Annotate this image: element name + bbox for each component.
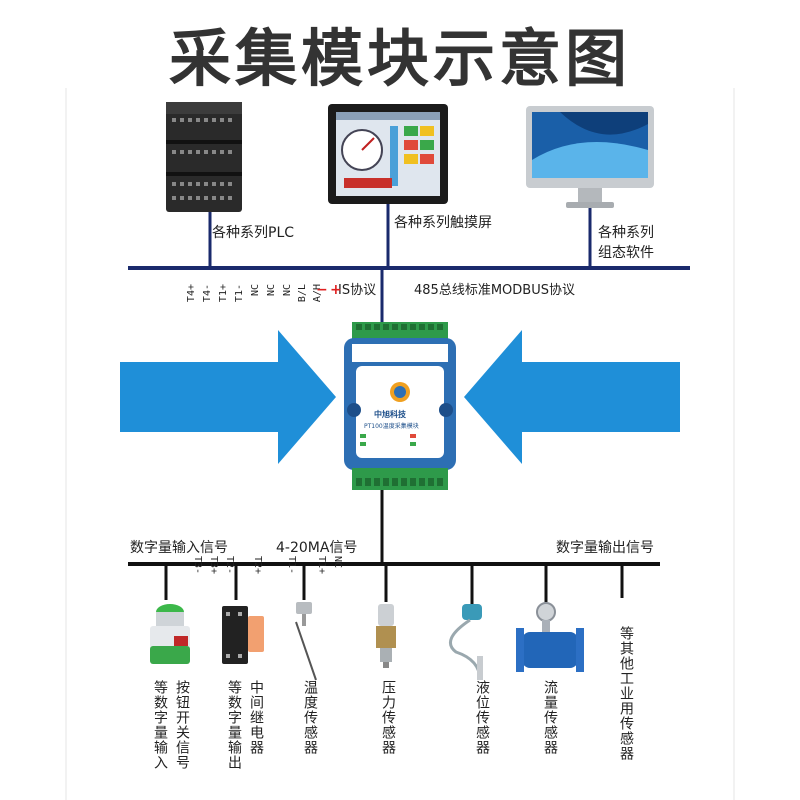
button-switch-label-line2: 等数字量输入: [152, 680, 168, 770]
left-input-arrow: [120, 330, 336, 464]
top-pin-label: T4+: [186, 284, 197, 303]
pressure-sensor-icon: [376, 604, 396, 668]
top-pin-label: NC: [266, 284, 277, 297]
relay-icon: [222, 606, 264, 664]
protocol-right-label: 485总线标准MODBUS协议: [414, 283, 575, 298]
other-sensor-label: 等其他工业用传感器: [618, 626, 634, 761]
bottom-pin-label: T3-: [192, 556, 203, 575]
plc-device-icon: [166, 102, 242, 212]
button-switch-label-line1: 按钮开关信号: [174, 680, 190, 770]
touchscreen-device-icon: [328, 104, 448, 204]
bottom-pin-label: NC: [332, 556, 343, 569]
pressure-sensor-label: 压力传感器: [380, 680, 396, 755]
top-pin-label: B/L: [297, 284, 308, 303]
touchscreen-label: 各种系列触摸屏: [394, 215, 492, 231]
right-input-arrow: [464, 330, 680, 464]
level-sensor-icon: [448, 604, 483, 681]
acquisition-module-icon: [344, 322, 456, 490]
temperature-sensor-icon: [295, 602, 317, 681]
plc-label: 各种系列PLC: [212, 225, 295, 241]
bottom-pin-label: T2+: [252, 556, 263, 575]
protocol-left-label: IS协议: [338, 283, 377, 298]
temperature-sensor-label: 温度传感器: [302, 680, 318, 755]
relay-label-line1: 中间继电器: [248, 680, 264, 755]
monitor-device-icon: [526, 106, 654, 208]
bottom-pin-label: T3+: [208, 556, 219, 575]
analog-signal-label: 4-20MA信号: [276, 540, 358, 556]
digital-input-signal-label: 数字量输入信号: [130, 540, 228, 556]
flow-sensor-icon: [516, 602, 584, 672]
plus-terminal-label: +: [330, 282, 342, 298]
flow-sensor-label: 流量传感器: [542, 680, 558, 755]
page-title: 采集模块示意图: [168, 22, 631, 95]
software-label-line2: 组态软件: [598, 245, 654, 261]
minus-terminal-label: −: [316, 282, 328, 298]
bottom-pin-label: T1+: [316, 556, 327, 575]
top-pin-label: T1-: [234, 284, 245, 303]
module-name: PT100温度采集模块: [364, 423, 419, 430]
top-pin-label: T1+: [218, 284, 229, 303]
top-pin-label: T4-: [202, 284, 213, 303]
software-label-line1: 各种系列: [598, 225, 654, 241]
bottom-pin-label: T2-: [224, 556, 235, 575]
push-button-switch-icon: [150, 604, 190, 664]
digital-output-signal-label: 数字量输出信号: [556, 540, 654, 556]
bottom-pin-label: T1-: [286, 556, 297, 575]
level-sensor-label: 液位传感器: [474, 680, 490, 755]
top-pin-label: NC: [282, 284, 293, 297]
top-pin-label: NC: [250, 284, 261, 297]
module-brand: 中旭科技: [374, 410, 406, 419]
relay-label-line2: 等数字量输出: [226, 680, 242, 770]
